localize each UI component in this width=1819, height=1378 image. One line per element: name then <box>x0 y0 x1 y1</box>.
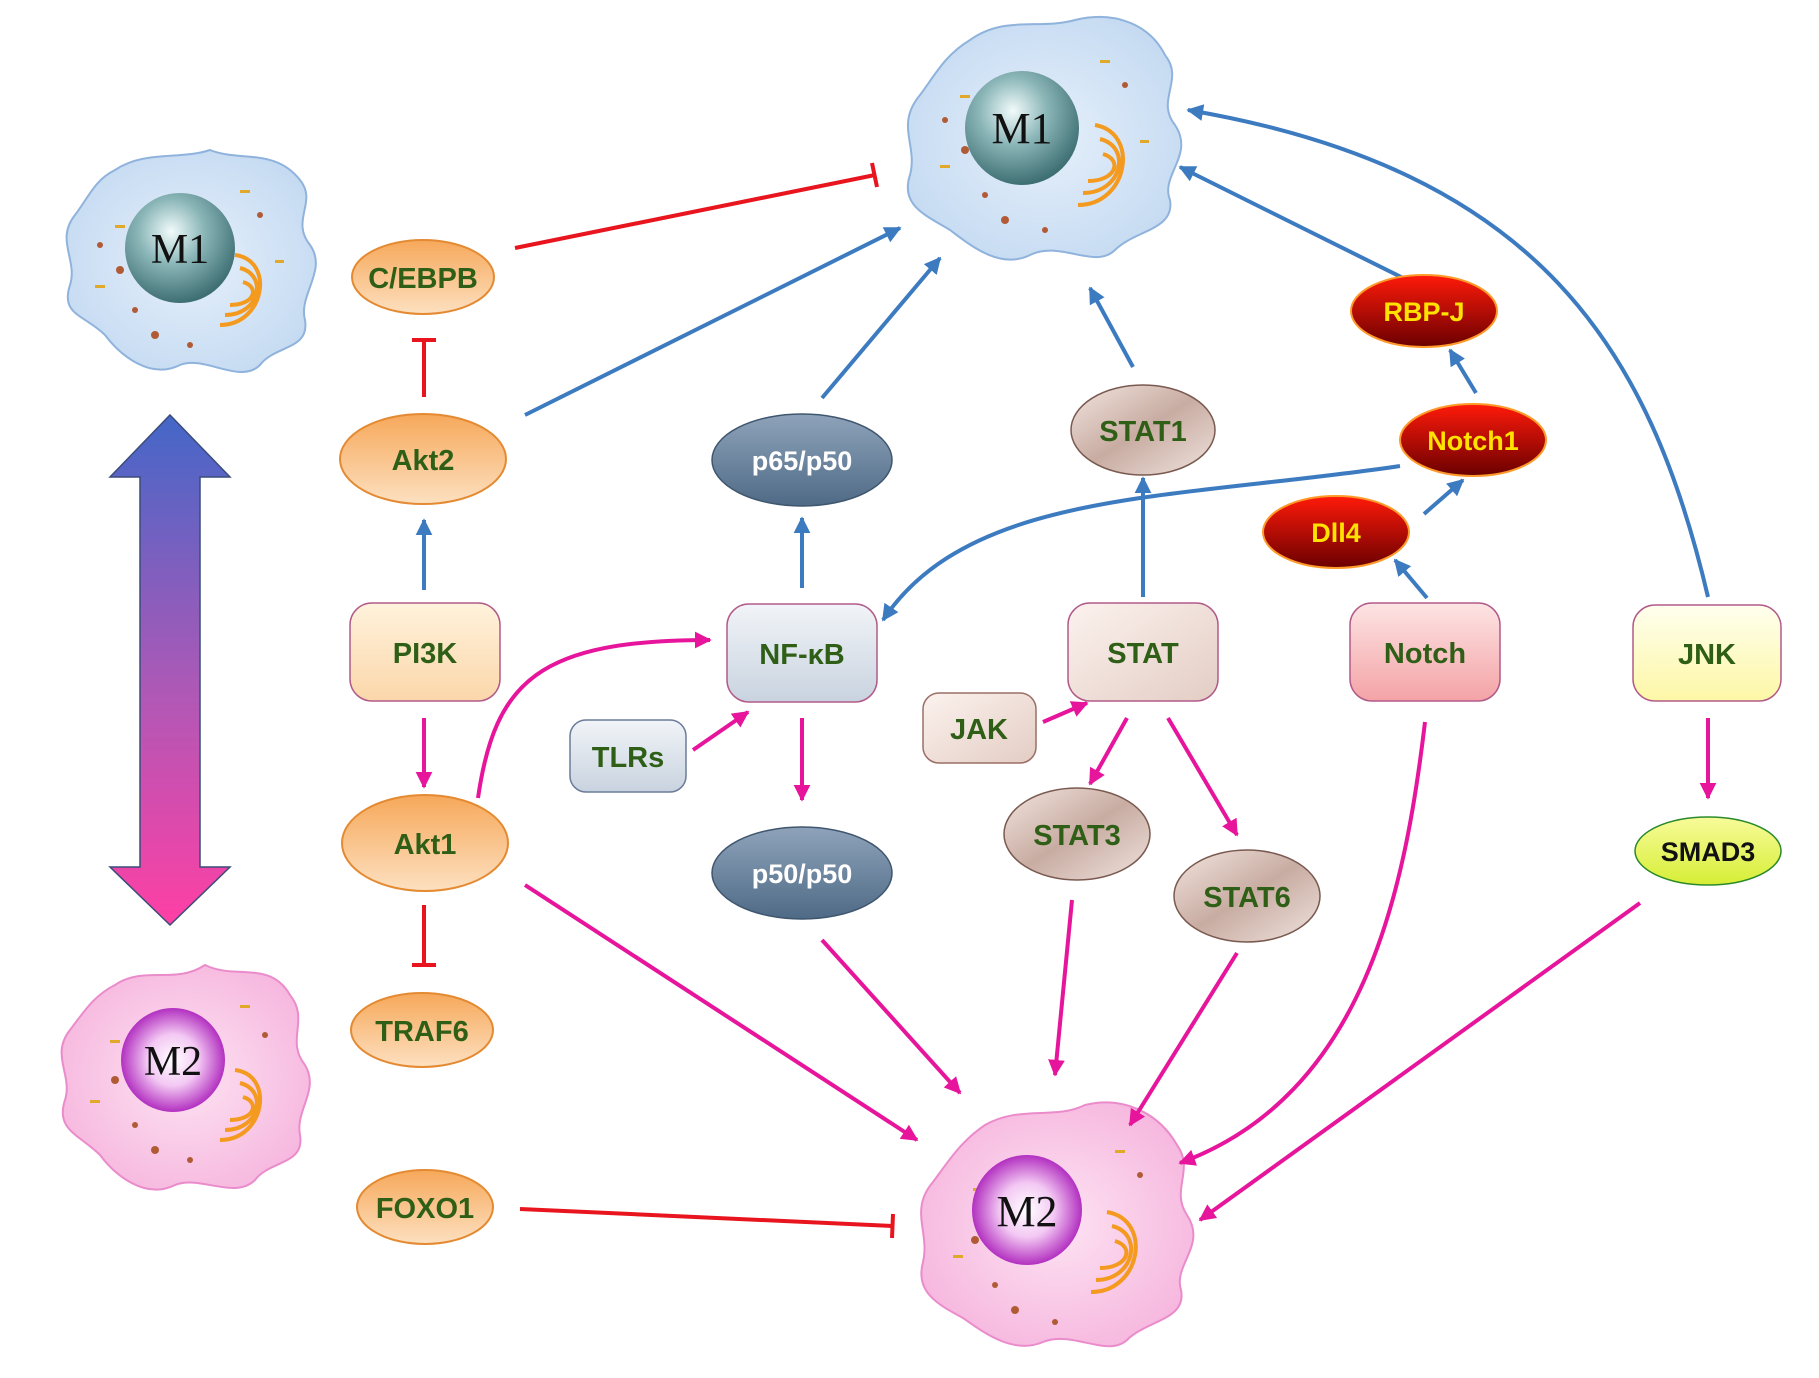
m2-cell-left-organelles <box>90 1005 268 1163</box>
node-akt1: Akt1 <box>341 794 509 892</box>
edge-rbpj-to-m1 <box>1178 165 1408 282</box>
node-jak: JAK <box>922 692 1037 764</box>
edge-stat6-to-m2 <box>1128 951 1239 1127</box>
node-akt2: Akt2 <box>339 413 507 505</box>
edge-akt1-to-nfkb <box>476 631 712 799</box>
node-pi3k-label: PI3K <box>393 638 458 670</box>
m1-cell-left-nucleus <box>125 193 235 303</box>
node-stat-label: STAT <box>1107 638 1179 670</box>
m2-cell-center: M2 <box>920 1101 1195 1348</box>
node-notch: Notch <box>1349 602 1501 702</box>
m2-cell-left-mitochondria <box>219 1068 262 1142</box>
node-notch1: Notch1 <box>1399 403 1547 477</box>
m2-cell-left-nucleus <box>121 1008 225 1112</box>
edge-stat-to-stat6 <box>1166 716 1239 837</box>
edge-stat1-to-m1 <box>1088 286 1135 368</box>
node-foxo1: FOXO1 <box>356 1169 494 1245</box>
edge-p50p50-to-m2 <box>820 938 962 1095</box>
edge-notch-to-dll4 <box>1393 558 1429 600</box>
edge-stat-to-stat3 <box>1088 717 1129 786</box>
node-p65p50-label: p65/p50 <box>752 446 853 476</box>
edge-tlrs-to-nfkb <box>691 710 750 752</box>
edge-jak-to-stat <box>1042 701 1089 724</box>
node-nfkb: NF-κB <box>726 603 878 703</box>
m1-cell-center-nucleus <box>965 71 1079 185</box>
edge-foxo1-inhibits-m2 <box>519 1207 893 1228</box>
edge-notch1-to-nfkb <box>881 464 1401 622</box>
node-stat3-label: STAT3 <box>1033 820 1121 852</box>
node-nfkb-label: NF-κB <box>759 639 844 671</box>
node-notch-label: Notch <box>1384 638 1466 670</box>
node-smad3-label: SMAD3 <box>1661 837 1756 867</box>
node-jak-label: JAK <box>950 714 1008 746</box>
edge-jnk-to-m1 <box>1186 104 1710 598</box>
node-rbpj: RBP-J <box>1350 274 1498 348</box>
node-pi3k: PI3K <box>349 602 501 702</box>
edge-stat3-to-m2 <box>1048 899 1074 1077</box>
node-akt2-label: Akt2 <box>392 445 455 477</box>
m2-cell-left: M2 <box>60 963 311 1191</box>
node-cebpb-label: C/EBPB <box>368 263 478 295</box>
m1-cell-center: M1 <box>906 15 1183 261</box>
edge-cebpb-inhibits-m1 <box>514 173 876 250</box>
node-tlrs: TLRs <box>569 719 687 793</box>
edge-akt1-to-m2 <box>523 883 919 1142</box>
node-smad3: SMAD3 <box>1634 816 1782 886</box>
node-stat1: STAT1 <box>1070 384 1216 476</box>
node-rbpj-label: RBP-J <box>1383 297 1464 327</box>
node-dll4-label: Dll4 <box>1311 518 1361 548</box>
edge-p65p50-to-m1 <box>820 256 942 400</box>
m1-activation-edges <box>415 104 1710 622</box>
edge-akt2-to-m1 <box>524 226 902 417</box>
m2-cell-center-label: M2 <box>996 1187 1057 1236</box>
m2-cell-center-organelles <box>953 1150 1143 1325</box>
edge-notch-to-m2 <box>1178 721 1427 1166</box>
m2-cell-left-label: M2 <box>144 1039 202 1085</box>
m1-cell-center-organelles <box>940 60 1149 233</box>
node-p50p50-label: p50/p50 <box>752 859 853 889</box>
edge-smad3-to-m2 <box>1198 901 1642 1222</box>
node-akt1-label: Akt1 <box>394 829 457 861</box>
m1-cell-center-mitochondria <box>1077 123 1125 207</box>
inhibition-edges <box>412 162 895 1239</box>
m1-cell-left: M1 <box>65 148 317 374</box>
m2-cell-center-mitochondria <box>1090 1210 1138 1294</box>
node-foxo1-label: FOXO1 <box>376 1193 474 1225</box>
node-traf6-label: TRAF6 <box>375 1016 468 1048</box>
node-stat3: STAT3 <box>1003 787 1151 881</box>
node-p65p50: p65/p50 <box>711 413 893 507</box>
node-tlrs-label: TLRs <box>592 742 665 774</box>
node-p50p50: p50/p50 <box>711 826 893 920</box>
node-dll4: Dll4 <box>1262 495 1410 569</box>
node-stat1-label: STAT1 <box>1099 416 1187 448</box>
m1-cell-left-mitochondria <box>219 253 262 327</box>
node-traf6: TRAF6 <box>350 992 494 1068</box>
edge-dll4-to-notch1 <box>1422 478 1465 516</box>
edge-notch1-to-rbpj <box>1448 348 1478 395</box>
node-notch1-label: Notch1 <box>1427 426 1519 456</box>
node-stat6: STAT6 <box>1173 849 1321 943</box>
node-stat: STAT <box>1067 602 1219 702</box>
node-stat6-label: STAT6 <box>1203 882 1291 914</box>
polarization-double-arrow <box>108 413 232 927</box>
node-cebpb: C/EBPB <box>351 239 495 315</box>
m2-cell-center-nucleus <box>972 1155 1082 1265</box>
node-jnk-label: JNK <box>1678 639 1736 671</box>
m2-activation-edges <box>415 631 1717 1222</box>
m1-cell-left-label: M1 <box>151 227 209 273</box>
m1-cell-left-organelles <box>95 190 284 348</box>
node-jnk: JNK <box>1632 604 1782 702</box>
m1-cell-center-label: M1 <box>991 104 1052 153</box>
